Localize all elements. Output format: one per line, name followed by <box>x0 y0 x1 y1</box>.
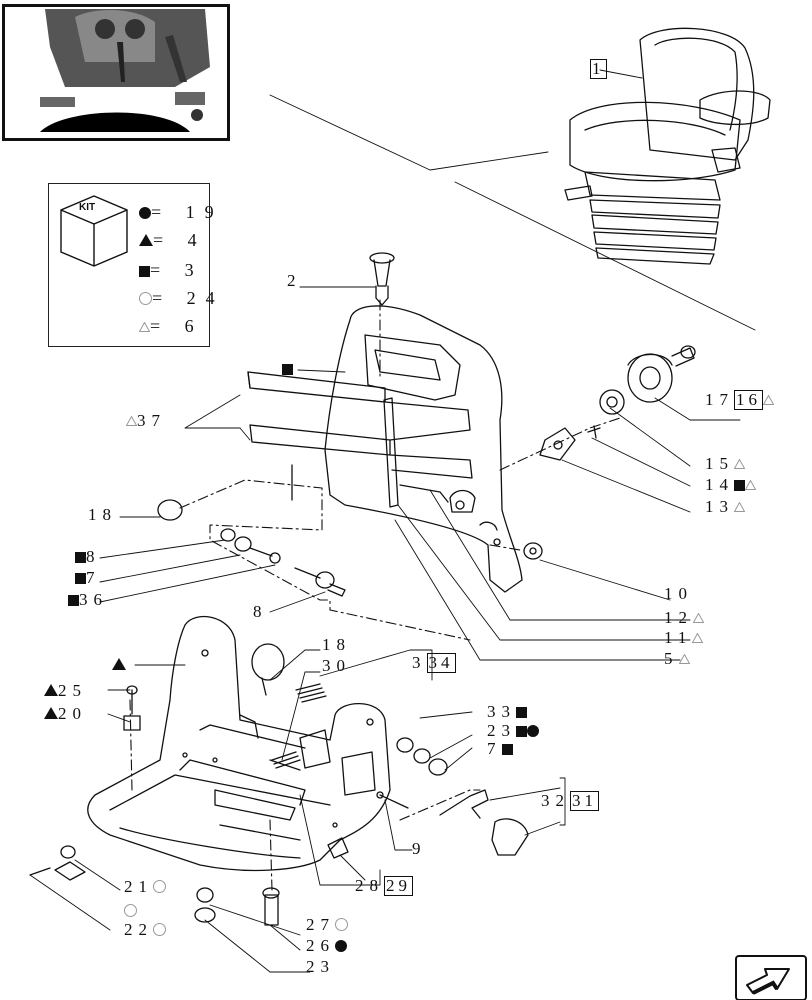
location-thumbnail <box>2 4 230 141</box>
callout-2: 2 <box>287 271 302 290</box>
kit-row-filled-triangle: = 4 <box>139 230 207 251</box>
bolt-parts-left <box>220 528 346 597</box>
callout-22: 22 <box>124 921 166 939</box>
pivot-parts-right <box>157 345 696 560</box>
filled-triangle-icon <box>44 684 58 696</box>
open-triangle-icon <box>734 502 745 512</box>
filled-triangle-icon <box>44 707 58 719</box>
callout-14: 14 <box>705 476 756 494</box>
open-triangle-icon <box>734 459 745 469</box>
callout-9: 9 <box>412 839 427 858</box>
filled-circle-icon <box>527 725 539 737</box>
callout-8: 8 <box>253 602 268 621</box>
kit-cube-icon <box>60 195 128 267</box>
callout-filled-triangle-base <box>112 656 126 674</box>
open-circle-icon <box>153 923 166 936</box>
filled-square-icon <box>139 266 150 277</box>
callout-37: 37 <box>126 412 166 430</box>
callout-filled-square-top <box>282 360 293 378</box>
callout-18-lower: 18 <box>322 635 351 654</box>
open-circle-icon <box>335 918 348 931</box>
callout-27: 27 <box>306 916 348 934</box>
kit-title: KIT <box>79 202 96 213</box>
filled-square-icon <box>68 595 79 606</box>
open-triangle-icon <box>692 633 704 643</box>
filled-square-icon <box>516 707 527 718</box>
backrest-frame <box>247 305 523 593</box>
callout-12: 12 <box>664 609 704 627</box>
callout-7-square-lower: 7 <box>487 740 513 758</box>
kit-row-open-circle: = 24 <box>139 288 225 309</box>
callout-7-square: 7 <box>75 569 101 587</box>
filled-square-icon <box>75 552 86 563</box>
kit-legend: KIT = 19 = 4 = 3 = 24 = 6 <box>48 183 215 347</box>
callout-11: 11 <box>664 629 704 647</box>
callout-36-square: 36 <box>68 591 108 609</box>
callout-8-square: 8 <box>75 548 101 566</box>
next-page-button[interactable] <box>735 955 807 1000</box>
filled-circle-icon <box>335 940 347 952</box>
callout-23-square-circle: 23 <box>487 722 539 740</box>
open-triangle-icon <box>745 480 756 490</box>
filled-triangle-icon <box>139 234 153 246</box>
open-triangle-icon <box>126 416 137 426</box>
springs-and-clips <box>29 643 529 926</box>
seat-base-frame <box>87 616 391 872</box>
open-triangle-icon <box>139 322 150 332</box>
filled-square-icon <box>282 364 293 375</box>
cab-thumbnail-image <box>5 7 227 138</box>
callout-20: 20 <box>44 705 87 723</box>
seat-assembly-illustration <box>564 27 771 265</box>
kit-row-filled-square: = 3 <box>139 260 204 281</box>
callout-13: 13 <box>705 498 745 516</box>
callout-1: 1 <box>590 59 607 79</box>
callout-21: 21 <box>124 878 166 896</box>
filled-square-icon <box>734 480 745 491</box>
callout-18-upper: 18 <box>88 505 117 524</box>
kit-row-open-triangle: = 6 <box>139 316 204 337</box>
callout-33: 33 <box>487 703 527 721</box>
arrow-next-icon <box>746 968 790 995</box>
open-triangle-icon <box>763 395 774 405</box>
filled-triangle-icon <box>112 658 126 670</box>
callout-10: 10 <box>664 584 693 603</box>
callout-30: 30 <box>322 656 351 675</box>
filled-circle-icon <box>139 207 151 219</box>
filled-square-icon <box>75 573 86 584</box>
callout-26: 26 <box>306 937 347 955</box>
open-triangle-icon <box>693 613 704 623</box>
callout-15: 15 <box>705 455 745 473</box>
knob-part-2 <box>369 252 395 306</box>
open-circle-icon <box>153 880 166 893</box>
filled-square-icon <box>501 744 513 755</box>
callout-23: 23 <box>306 957 335 976</box>
filled-square-icon <box>516 726 527 737</box>
callout-25: 25 <box>44 682 87 700</box>
open-circle-icon <box>124 904 137 917</box>
callout-open-circle <box>124 902 137 920</box>
open-triangle-icon <box>678 654 690 664</box>
callout-5: 5 <box>664 650 690 668</box>
kit-row-filled-circle: = 19 <box>139 202 224 223</box>
open-circle-icon <box>139 292 152 305</box>
